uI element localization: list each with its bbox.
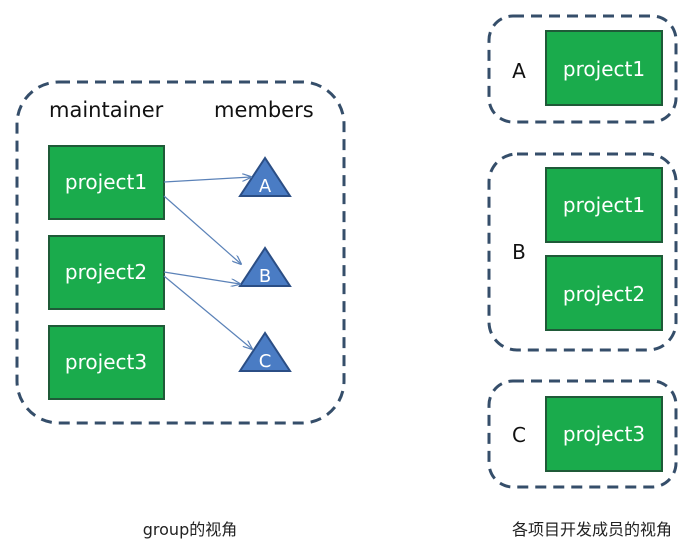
- maintainer-heading: maintainer: [49, 98, 164, 122]
- member-a-triangle: A: [238, 156, 292, 197]
- developer-c-container: [487, 379, 678, 489]
- developer-view-caption: 各项目开发成员的视角: [512, 520, 672, 539]
- developer-a-container: [487, 14, 678, 124]
- member-c-triangle: C: [238, 331, 292, 372]
- developer-b-project-1: project1: [545, 167, 663, 243]
- group-view-container: [15, 80, 346, 425]
- member-a-label: A: [259, 176, 272, 197]
- member-c-label: C: [259, 351, 272, 372]
- developer-c-letter: C: [512, 423, 526, 447]
- developer-c-project-3: project3: [545, 396, 663, 472]
- developer-b-project-2: project2: [545, 255, 663, 331]
- developer-b-project-2-label: project2: [563, 282, 645, 306]
- group-project-1-label: project1: [65, 170, 147, 194]
- arrow-project2-to-b: [163, 271, 240, 284]
- member-b-triangle: B: [238, 246, 292, 287]
- group-project-3-label: project3: [65, 350, 147, 374]
- developer-c-project-3-label: project3: [563, 422, 645, 446]
- developer-b-letter: B: [512, 240, 526, 264]
- developer-a-project-1: project1: [545, 30, 663, 106]
- group-project-2-label: project2: [65, 260, 147, 284]
- group-project-1: project1: [48, 145, 165, 220]
- group-view-caption: group的视角: [143, 520, 237, 539]
- developer-b-project-1-label: project1: [563, 193, 645, 217]
- developer-a-letter: A: [512, 59, 526, 83]
- group-project-3: project3: [48, 325, 165, 400]
- developer-b-container: [487, 152, 678, 352]
- arrow-project1-to-a: [163, 177, 251, 183]
- member-b-label: B: [259, 266, 271, 287]
- members-heading: members: [214, 98, 314, 122]
- group-project-2: project2: [48, 235, 165, 310]
- developer-a-project-1-label: project1: [563, 57, 645, 81]
- arrow-project1-to-b: [163, 195, 241, 264]
- arrow-project2-to-c: [163, 275, 252, 349]
